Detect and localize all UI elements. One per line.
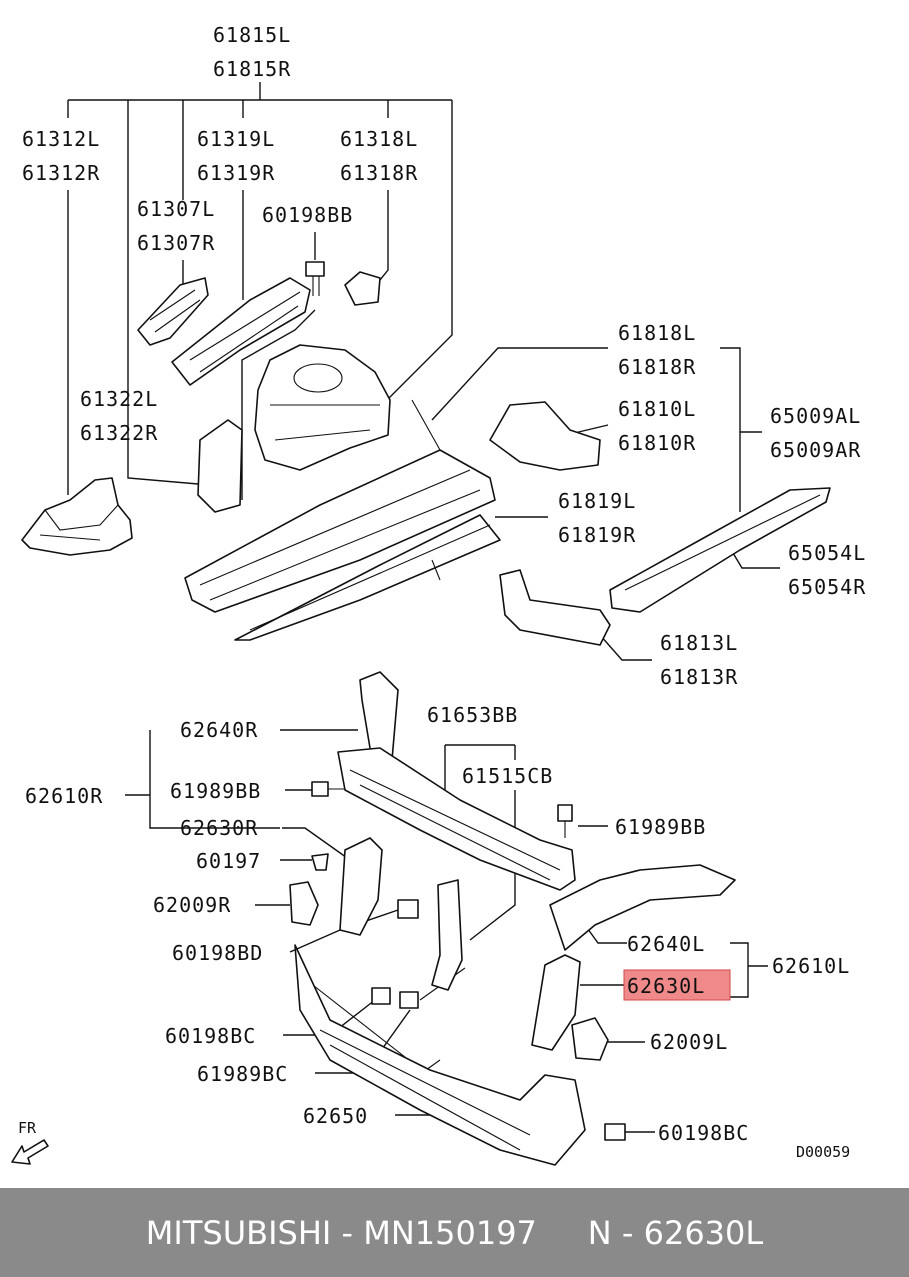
label-60198BC-upper[interactable]: 60198BC (165, 1024, 256, 1048)
label-60198BC-lower[interactable]: 60198BC (658, 1121, 749, 1145)
label-61810L[interactable]: 61810L (618, 397, 696, 421)
front-direction-label: FR (18, 1119, 37, 1137)
label-62610L[interactable]: 62610L (772, 954, 850, 978)
label-61989BB-right[interactable]: 61989BB (615, 815, 706, 839)
label-61819R[interactable]: 61819R (558, 523, 636, 547)
label-61319L[interactable]: 61319L (197, 127, 275, 151)
label-61813R[interactable]: 61813R (660, 665, 738, 689)
label-61813L[interactable]: 61813L (660, 631, 738, 655)
label-61322R[interactable]: 61322R (80, 421, 158, 445)
label-61307L[interactable]: 61307L (137, 197, 215, 221)
label-61312R[interactable]: 61312R (22, 161, 100, 185)
parts-diagram: 61815L 61815R 61312L 61312R 61319L 61319… (11, 23, 866, 1166)
label-65054L[interactable]: 65054L (788, 541, 866, 565)
label-62640R[interactable]: 62640R (180, 718, 258, 742)
label-61319R[interactable]: 61319R (197, 161, 275, 185)
label-62610R[interactable]: 62610R (25, 784, 103, 808)
parts-upper (21, 261, 831, 646)
part-labels[interactable]: 61815L 61815R 61312L 61312R 61319L 61319… (22, 23, 866, 1145)
label-62640L[interactable]: 62640L (627, 932, 705, 956)
label-61318R[interactable]: 61318R (340, 161, 418, 185)
label-61307R[interactable]: 61307R (137, 231, 215, 255)
label-62009L[interactable]: 62009L (650, 1030, 728, 1054)
part-info-text: MITSUBISHI - MN150197 N - 62630L (145, 1213, 764, 1252)
label-65009AR[interactable]: 65009AR (770, 438, 861, 462)
label-61312L[interactable]: 61312L (22, 127, 100, 151)
label-61815L[interactable]: 61815L (213, 23, 291, 47)
label-61818R[interactable]: 61818R (618, 355, 696, 379)
label-60198BD[interactable]: 60198BD (172, 941, 263, 965)
part-info-bar: MITSUBISHI - MN150197 N - 62630L (0, 1188, 909, 1277)
label-60198BB[interactable]: 60198BB (262, 203, 353, 227)
label-61810R[interactable]: 61810R (618, 431, 696, 455)
drawing-reference: D00059 (796, 1143, 850, 1161)
label-61322L[interactable]: 61322L (80, 387, 158, 411)
label-61815R[interactable]: 61815R (213, 57, 291, 81)
label-61819L[interactable]: 61819L (558, 489, 636, 513)
label-62630R[interactable]: 62630R (180, 816, 258, 840)
label-61515CB[interactable]: 61515CB (462, 764, 553, 788)
label-62650[interactable]: 62650 (303, 1104, 368, 1128)
label-65009AL[interactable]: 65009AL (770, 404, 861, 428)
label-61989BC[interactable]: 61989BC (197, 1062, 288, 1086)
label-61818L[interactable]: 61818L (618, 321, 696, 345)
label-60197[interactable]: 60197 (196, 849, 261, 873)
label-62009R[interactable]: 62009R (153, 893, 231, 917)
label-62630L[interactable]: 62630L (627, 974, 705, 998)
parts-lower (289, 671, 736, 1166)
highlight-62630L (623, 969, 731, 1001)
front-arrow-icon (11, 1139, 49, 1165)
label-65054R[interactable]: 65054R (788, 575, 866, 599)
label-61318L[interactable]: 61318L (340, 127, 418, 151)
label-61653BB[interactable]: 61653BB (427, 703, 518, 727)
label-61989BB-left[interactable]: 61989BB (170, 779, 261, 803)
